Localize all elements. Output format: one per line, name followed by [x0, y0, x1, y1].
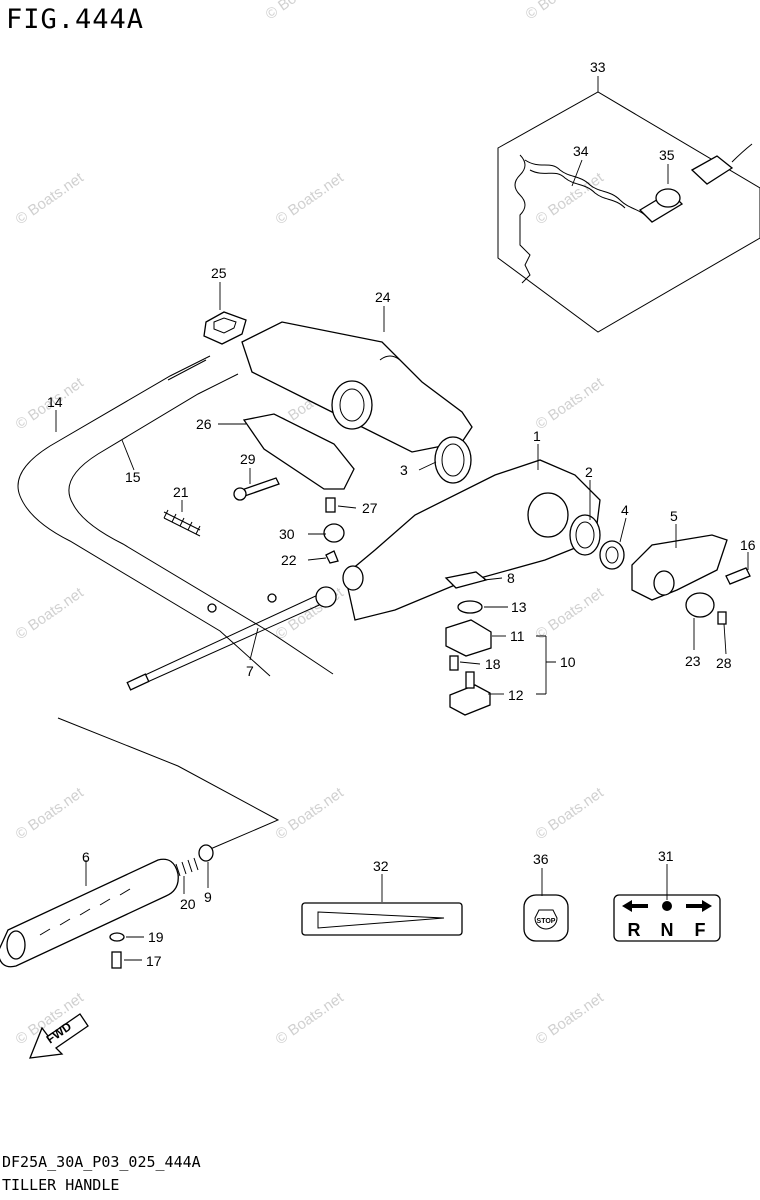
part-31-shift-decal: R N F — [613, 894, 721, 942]
part-1-tiller-handle — [342, 459, 601, 621]
part-18-screw — [449, 655, 459, 671]
part-21-spring — [163, 509, 201, 537]
watermark: © Boats.net — [533, 374, 608, 433]
callout-8: 8 — [507, 570, 515, 586]
callout-24: 24 — [375, 289, 391, 305]
callout-32: 32 — [373, 858, 389, 874]
callout-1: 1 — [533, 428, 541, 444]
part-7-throttle-shaft — [126, 586, 337, 691]
callout-27: 27 — [362, 500, 378, 516]
callout-26: 26 — [196, 416, 212, 432]
part-16-bolt — [725, 567, 751, 585]
part-28-screw — [717, 611, 727, 625]
arrow-left-icon — [622, 900, 648, 912]
watermark: © Boats.net — [13, 784, 88, 843]
part-4-friction-bushing — [599, 540, 625, 570]
callout-6: 6 — [82, 849, 90, 865]
stop-label: STOP — [537, 918, 556, 925]
callout-12: 12 — [508, 687, 524, 703]
callout-16: 16 — [740, 537, 756, 553]
part-32-decal — [301, 902, 463, 936]
watermark: © Boats.net — [263, 0, 338, 23]
watermark: © Boats.net — [273, 169, 348, 228]
part-17-screw — [111, 951, 122, 969]
part-3-bushing — [434, 436, 472, 484]
watermark: © Boats.net — [533, 989, 608, 1048]
part-2-washer — [569, 514, 601, 556]
callout-34: 34 — [573, 143, 589, 159]
part-24-handle-bracket — [241, 321, 473, 453]
part-9-collar — [198, 844, 214, 862]
part-13-washer — [457, 600, 483, 614]
part-20-spring — [175, 857, 199, 877]
callout-20: 20 — [180, 896, 196, 912]
fwd-arrow-icon: FWD — [28, 1013, 89, 1059]
callout-29: 29 — [240, 451, 256, 467]
part-19-washer — [109, 932, 125, 942]
watermark: © Boats.net — [533, 584, 608, 643]
watermark: © Boats.net — [273, 584, 348, 643]
callout-5: 5 — [670, 508, 678, 524]
callout-21: 21 — [173, 484, 189, 500]
part-14-throttle-cable — [17, 355, 271, 677]
part-27-screw — [325, 497, 336, 513]
callout-36: 36 — [533, 851, 549, 867]
assembly-line — [57, 717, 280, 851]
callout-10: 10 — [560, 654, 576, 670]
callout-19: 19 — [148, 929, 164, 945]
watermark: © Boats.net — [533, 169, 608, 228]
part-26-cable-clamp — [242, 413, 355, 490]
callout-14: 14 — [47, 394, 63, 410]
neutral-dot-icon — [662, 901, 672, 911]
callout-31: 31 — [658, 848, 674, 864]
part-36-stop-decal: STOP — [523, 894, 569, 942]
callout-3: 3 — [400, 462, 408, 478]
callout-4: 4 — [621, 502, 629, 518]
callout-9: 9 — [204, 889, 212, 905]
callout-17: 17 — [146, 953, 162, 969]
callout-33: 33 — [590, 59, 606, 75]
callout-11: 11 — [510, 628, 525, 644]
figure-name: TILLER HANDLE — [2, 1176, 120, 1194]
callout-35: 35 — [659, 147, 675, 163]
leader-lines — [55, 76, 749, 961]
part-29-bolt — [233, 477, 280, 501]
watermark: © Boats.net — [273, 784, 348, 843]
arrow-right-icon — [686, 900, 712, 912]
part-30-cap — [323, 523, 345, 543]
callout-25: 25 — [211, 265, 227, 281]
callout-15: 15 — [125, 469, 141, 485]
watermark: © Boats.net — [13, 169, 88, 228]
callout-18: 18 — [485, 656, 501, 672]
part-22-clip — [325, 550, 339, 564]
callout-30: 30 — [279, 526, 295, 542]
callout-28: 28 — [716, 655, 732, 671]
shift-neutral-label: N — [661, 920, 674, 940]
figure-code: DF25A_30A_P03_025_444A — [2, 1153, 201, 1171]
part-15-throttle-cable — [68, 373, 334, 675]
callout-23: 23 — [685, 653, 701, 669]
callout-22: 22 — [281, 552, 297, 568]
callout-7: 7 — [246, 663, 254, 679]
watermark: © Boats.net — [523, 0, 598, 23]
part-23-plate — [685, 592, 715, 618]
part-6-throttle-grip — [0, 858, 179, 968]
part-12-knob — [449, 671, 491, 716]
part-25-stopper — [203, 311, 247, 345]
part-11-holder — [445, 619, 492, 657]
callouts: 33 34 35 25 24 14 26 1 29 3 15 2 21 27 4… — [47, 59, 756, 969]
watermark: © Boats.net — [13, 584, 88, 643]
callout-13: 13 — [511, 599, 527, 615]
shift-reverse-label: R — [628, 920, 641, 940]
shift-forward-label: F — [695, 920, 706, 940]
callout-2: 2 — [585, 464, 593, 480]
watermark: © Boats.net — [533, 784, 608, 843]
fig-title: FIG.444A — [6, 4, 145, 35]
part-5-friction-lever — [631, 534, 728, 601]
watermark: © Boats.net — [273, 989, 348, 1048]
